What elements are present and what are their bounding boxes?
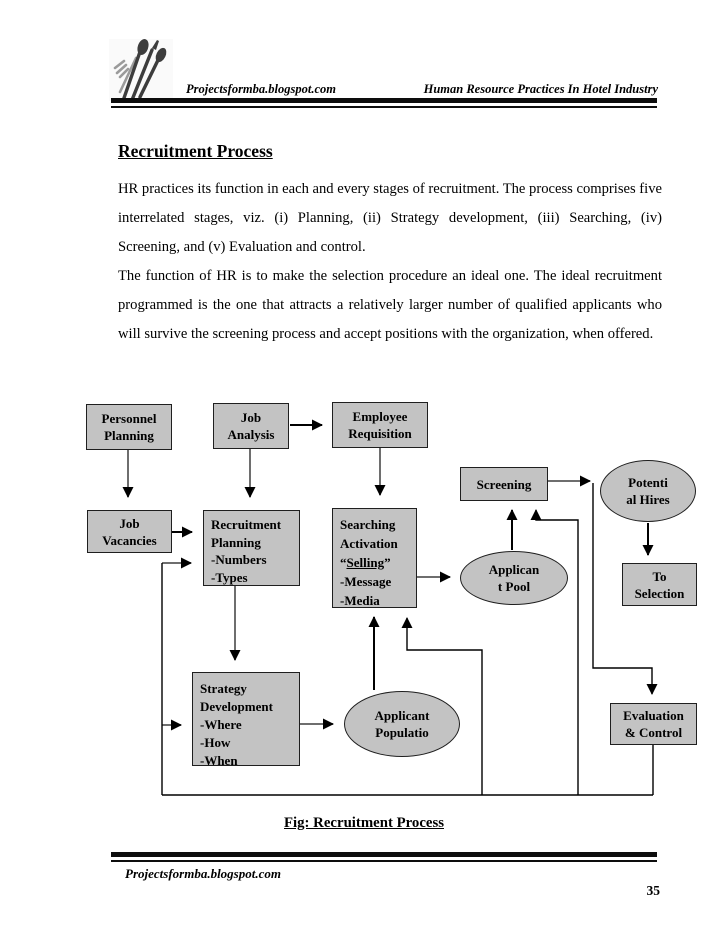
node-label: To Selection — [634, 568, 685, 601]
header-rule-thin — [111, 106, 657, 108]
header-site-link: Projectsformba.blogspot.com — [186, 82, 336, 96]
node-recruitment-planning: Recruitment Planning -Numbers -Types — [203, 510, 300, 586]
figure-caption: Fig: Recruitment Process — [284, 815, 444, 831]
node-evaluation-control: Evaluation & Control — [610, 703, 697, 745]
paragraph-recruitment-stages: HR practices its function in each and ev… — [118, 181, 662, 255]
quote-open: “ — [340, 555, 347, 570]
cutlery-logo-image — [109, 39, 173, 102]
quote-close: ” — [384, 555, 391, 570]
cutlery-logo — [108, 38, 176, 104]
node-potential-hires: Potenti al Hires — [600, 460, 696, 522]
node-applicant-population: Applicant Populatio — [344, 691, 460, 757]
node-label: Job Analysis — [227, 410, 275, 442]
feedback-to-searching — [401, 617, 483, 795]
node-job-vacancies: Job Vacancies — [87, 510, 172, 553]
page-title: Recruitment Process — [118, 141, 273, 161]
node-label: Personnel Planning — [101, 411, 157, 443]
node-label: Employee Requisition — [348, 409, 412, 441]
node-employee-requisition: Employee Requisition — [332, 402, 428, 448]
header-rule-thick — [111, 98, 657, 103]
footer-rule-thin — [111, 860, 657, 862]
node-label: Potenti al Hires — [626, 475, 670, 507]
node-label: Screening — [476, 476, 532, 492]
node-job-analysis: Job Analysis — [213, 403, 289, 449]
page-number: 35 — [646, 883, 661, 898]
node-strategy-development: Strategy Development -Where -How -When — [192, 672, 300, 768]
node-label: Applicant Populatio — [374, 708, 430, 740]
node-personnel-planning: Personnel Planning — [86, 404, 172, 450]
node-screening: Screening — [460, 467, 548, 501]
node-applicant-pool: Applican t Pool — [460, 551, 568, 605]
node-label: -Message -Media — [340, 574, 392, 608]
node-label: Applican t Pool — [488, 562, 540, 594]
node-label: Recruitment Planning -Numbers -Types — [211, 517, 282, 585]
header-doc-title: Human Resource Practices In Hotel Indust… — [423, 82, 658, 96]
footer-rule-thick — [111, 852, 657, 857]
line-potential-to-evaluation — [592, 483, 658, 695]
node-label: Strategy Development -Where -How -When — [200, 681, 273, 768]
paragraph-hr-function: The function of HR is to make the select… — [118, 268, 662, 342]
selling-underlined: Selling — [346, 555, 385, 570]
footer-site-link: Projectsformba.blogspot.com — [125, 866, 281, 881]
feedback-to-screening — [530, 509, 579, 795]
node-label: Job Vacancies — [102, 515, 157, 548]
node-to-selection: To Selection — [622, 563, 697, 606]
node-searching-activation: Searching Activation “Selling” -Message … — [332, 508, 417, 608]
node-label: Searching Activation — [340, 517, 398, 551]
node-label: Evaluation & Control — [623, 708, 684, 740]
